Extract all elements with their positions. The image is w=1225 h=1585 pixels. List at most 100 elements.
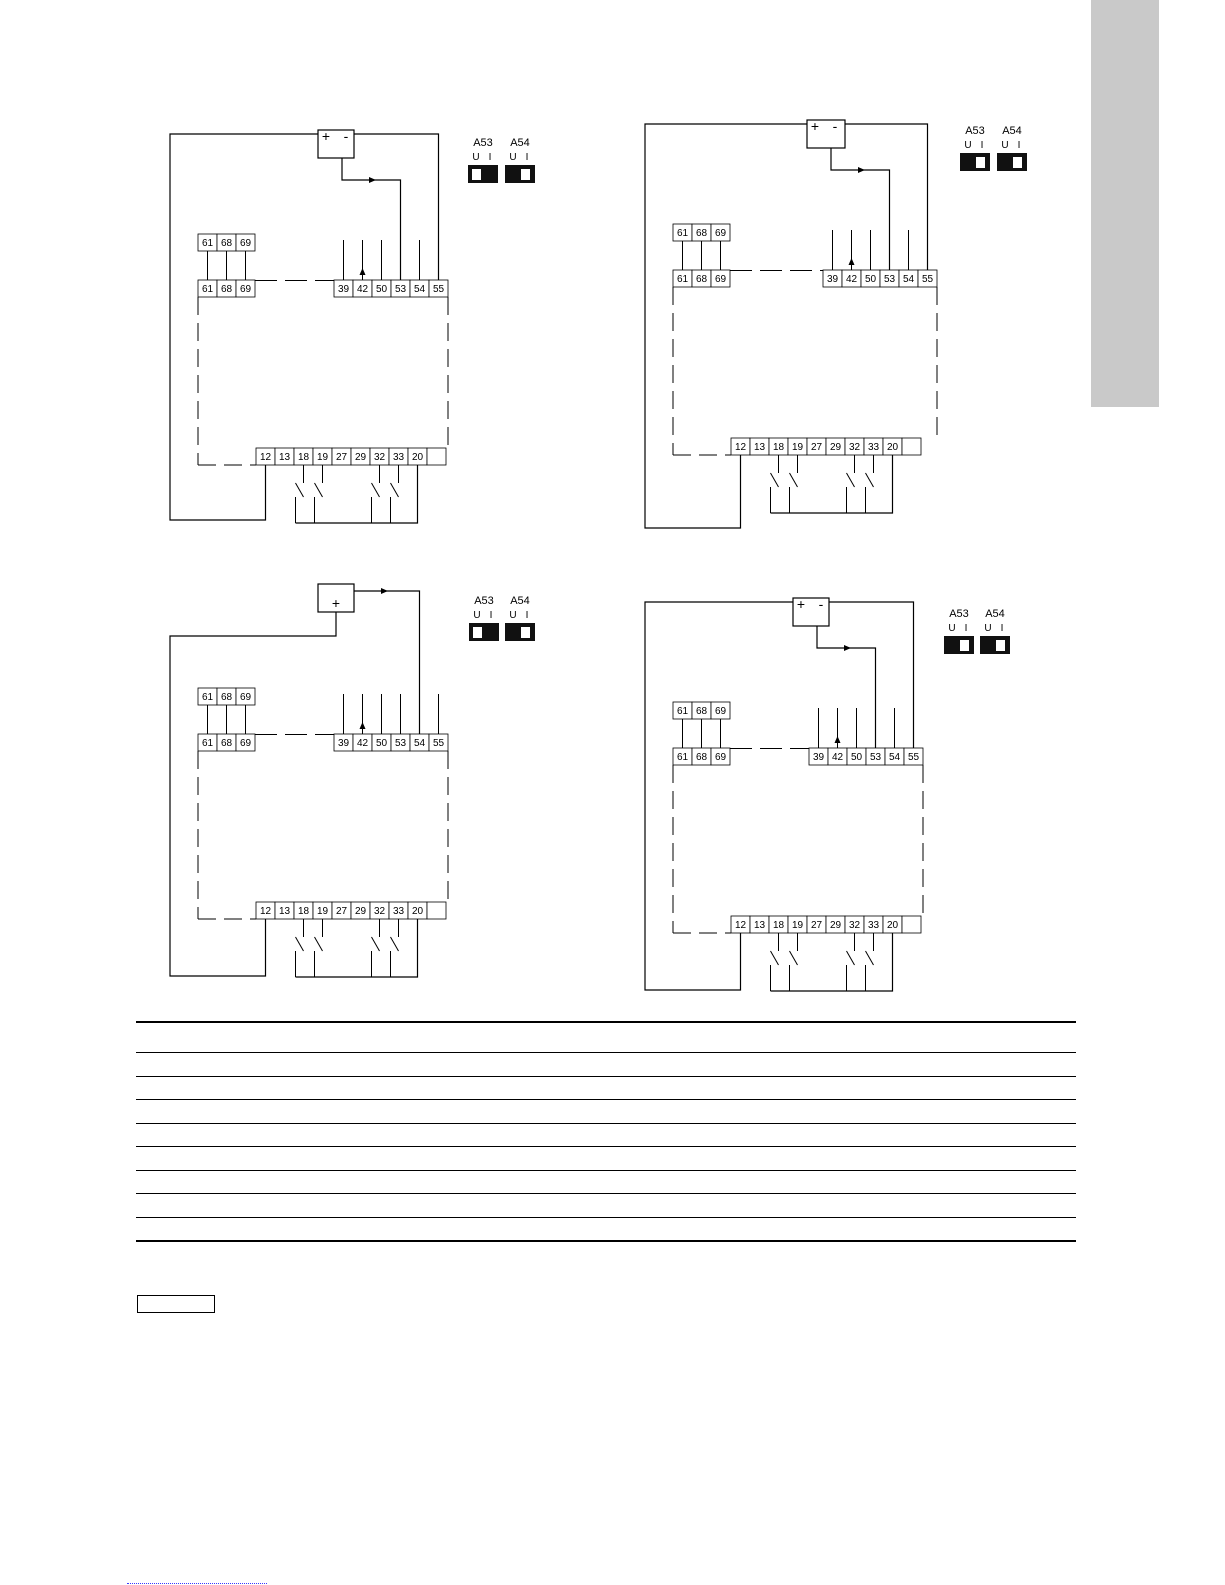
- legend-table: [136, 1021, 1076, 1242]
- legend-row: [136, 1193, 1076, 1218]
- switch-a53-body: [944, 636, 974, 654]
- relay-terminal-label: 61: [202, 284, 214, 295]
- top-terminal-label: 50: [376, 284, 388, 295]
- relay-terminal-label: 68: [696, 274, 708, 285]
- relay-terminal-label: 69: [240, 284, 252, 295]
- switch-a54-pos-i: I: [1001, 623, 1004, 634]
- bottom-terminal-label: 20: [887, 442, 899, 453]
- bottom-terminal-label: 32: [849, 920, 861, 931]
- switch-a53-pos-i: I: [981, 140, 984, 151]
- wire: [770, 472, 779, 488]
- legend-row: [136, 1123, 1076, 1147]
- top-terminal-label: 55: [433, 284, 445, 295]
- legend-cell: [136, 1146, 1076, 1171]
- relay-terminal-label: 68: [696, 752, 708, 763]
- supply-loop-wire: [644, 123, 807, 529]
- switch-a54-pos-u: U: [984, 623, 991, 634]
- wire: [314, 482, 323, 498]
- relay-block-label: 68: [221, 692, 233, 703]
- bottom-terminal-label: 27: [811, 920, 823, 931]
- bottom-terminal-label: 12: [735, 442, 747, 453]
- wire: [865, 950, 874, 966]
- bottom-terminal-label: 20: [412, 452, 424, 463]
- relay-block-label: 61: [677, 228, 689, 239]
- bottom-terminal-label: 29: [830, 920, 842, 931]
- power-supply-box: [806, 119, 846, 149]
- bottom-terminal-label: 13: [279, 906, 291, 917]
- relay-terminal-label: 68: [221, 738, 233, 749]
- top-terminal-label: 53: [395, 284, 407, 295]
- switch-a54-body: [980, 636, 1010, 654]
- relay-block-label: 68: [696, 706, 708, 717]
- signal-wire: [816, 626, 877, 748]
- wire: [770, 950, 779, 966]
- wire: [314, 936, 323, 952]
- psu-plus: +: [797, 596, 805, 612]
- supply-loop-wire: [169, 612, 337, 977]
- relay-terminal-label: 61: [677, 752, 689, 763]
- top-terminal-label: 55: [433, 738, 445, 749]
- top-terminal-label: 39: [813, 752, 825, 763]
- return-wire: [829, 601, 915, 748]
- legend-cell: [136, 1217, 1076, 1242]
- switch-a54-body: [505, 165, 535, 183]
- bottom-terminal-label: 18: [298, 452, 310, 463]
- psu-plus: +: [811, 118, 819, 134]
- legend-cell: [136, 1123, 1076, 1147]
- switch-a54-knob: [521, 627, 530, 638]
- power-supply-box: [317, 583, 355, 613]
- return-wire: [845, 123, 929, 270]
- common-bus-wire: [770, 933, 894, 992]
- switch-a53-knob: [976, 157, 985, 168]
- switch-a53-knob: [960, 640, 969, 651]
- arrow-head: [848, 258, 855, 265]
- switch-a54-pos-i: I: [526, 610, 529, 621]
- note-box: [137, 1295, 215, 1313]
- wire: [789, 472, 798, 488]
- relay-block-label: 69: [715, 228, 727, 239]
- bottom-terminal-label: 29: [355, 906, 367, 917]
- top-terminal-label: 50: [376, 738, 388, 749]
- psu-minus: -: [833, 118, 838, 134]
- bottom-terminal-label: 27: [336, 906, 348, 917]
- wire: [390, 482, 399, 498]
- top-terminal-label: 42: [846, 274, 858, 285]
- bottom-terminal-cell: [426, 447, 447, 466]
- relay-block-label: 61: [202, 692, 214, 703]
- relay-block-label: 61: [202, 238, 214, 249]
- top-terminal-label: 54: [414, 284, 426, 295]
- legend-cell: [136, 1076, 1076, 1100]
- top-terminal-label: 53: [870, 752, 882, 763]
- switch-a53-body: [960, 153, 990, 171]
- bottom-terminal-label: 32: [849, 442, 861, 453]
- switch-a54-label: A54: [510, 137, 530, 149]
- wire: [846, 472, 855, 488]
- legend-cell: [136, 1193, 1076, 1218]
- switch-a54-pos-u: U: [509, 152, 516, 163]
- switch-a53-knob: [472, 169, 481, 180]
- switch-a53-pos-u: U: [948, 623, 955, 634]
- footer-link-rule: [127, 1583, 267, 1585]
- relay-terminal-label: 69: [715, 274, 727, 285]
- bottom-terminal-cell: [901, 437, 922, 456]
- top-terminal-label: 50: [865, 274, 877, 285]
- arrow-head: [834, 736, 841, 743]
- bottom-terminal-cell: [426, 901, 447, 920]
- top-terminal-label: 50: [851, 752, 863, 763]
- legend-row: [136, 1170, 1076, 1194]
- bottom-terminal-label: 20: [887, 920, 899, 931]
- top-terminal-label: 42: [832, 752, 844, 763]
- signal-wire: [830, 148, 891, 270]
- legend-row: [136, 1052, 1076, 1077]
- switch-a53-pos-i: I: [490, 610, 493, 621]
- bottom-terminal-label: 27: [811, 442, 823, 453]
- bottom-terminal-label: 12: [260, 906, 272, 917]
- switch-a54-knob: [1013, 157, 1022, 168]
- switch-a53-label: A53: [473, 137, 493, 149]
- signal-wire: [354, 590, 421, 734]
- bottom-terminal-label: 13: [754, 442, 766, 453]
- bottom-terminal-label: 32: [374, 452, 386, 463]
- relay-block-label: 68: [696, 228, 708, 239]
